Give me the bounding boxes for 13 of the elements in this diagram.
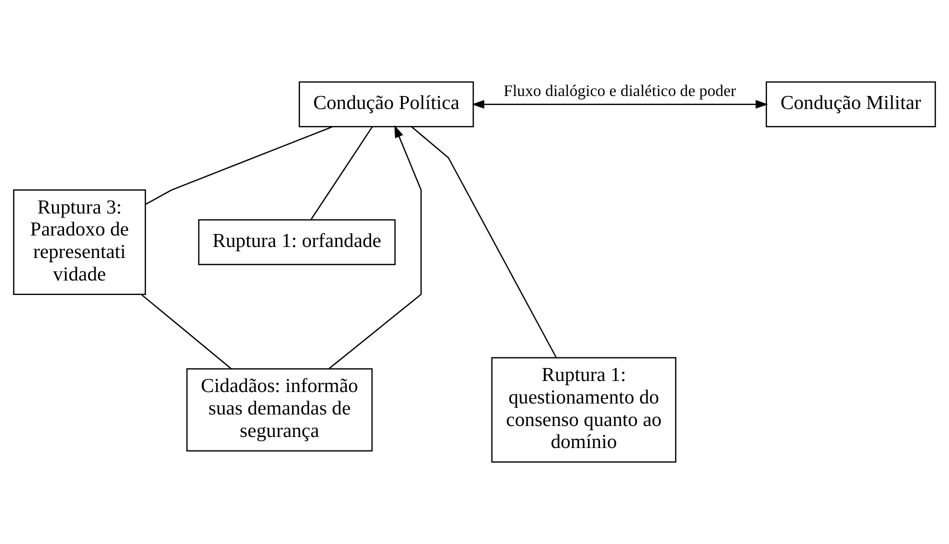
- node-box: Ruptura 3: Paradoxo de representatividade: [13, 189, 146, 295]
- node-box: Condução Militar: [766, 81, 936, 128]
- arrow: [328, 125, 422, 370]
- connector: [146, 126, 332, 205]
- node-box: Cidadãos: informão suas demandas de segurança: [186, 368, 373, 452]
- arrow: [472, 100, 768, 109]
- node-box: Ruptura 1: questionamento do consenso quanto ao domínio: [491, 357, 676, 463]
- edge-label: Fluxo dialógico e dialético de poder: [504, 83, 736, 100]
- node-box: Condução Política: [298, 81, 474, 128]
- connector: [411, 126, 557, 358]
- connector: [141, 294, 232, 370]
- connector: [310, 126, 373, 220]
- node-box: Ruptura 1: orfandade: [198, 219, 396, 266]
